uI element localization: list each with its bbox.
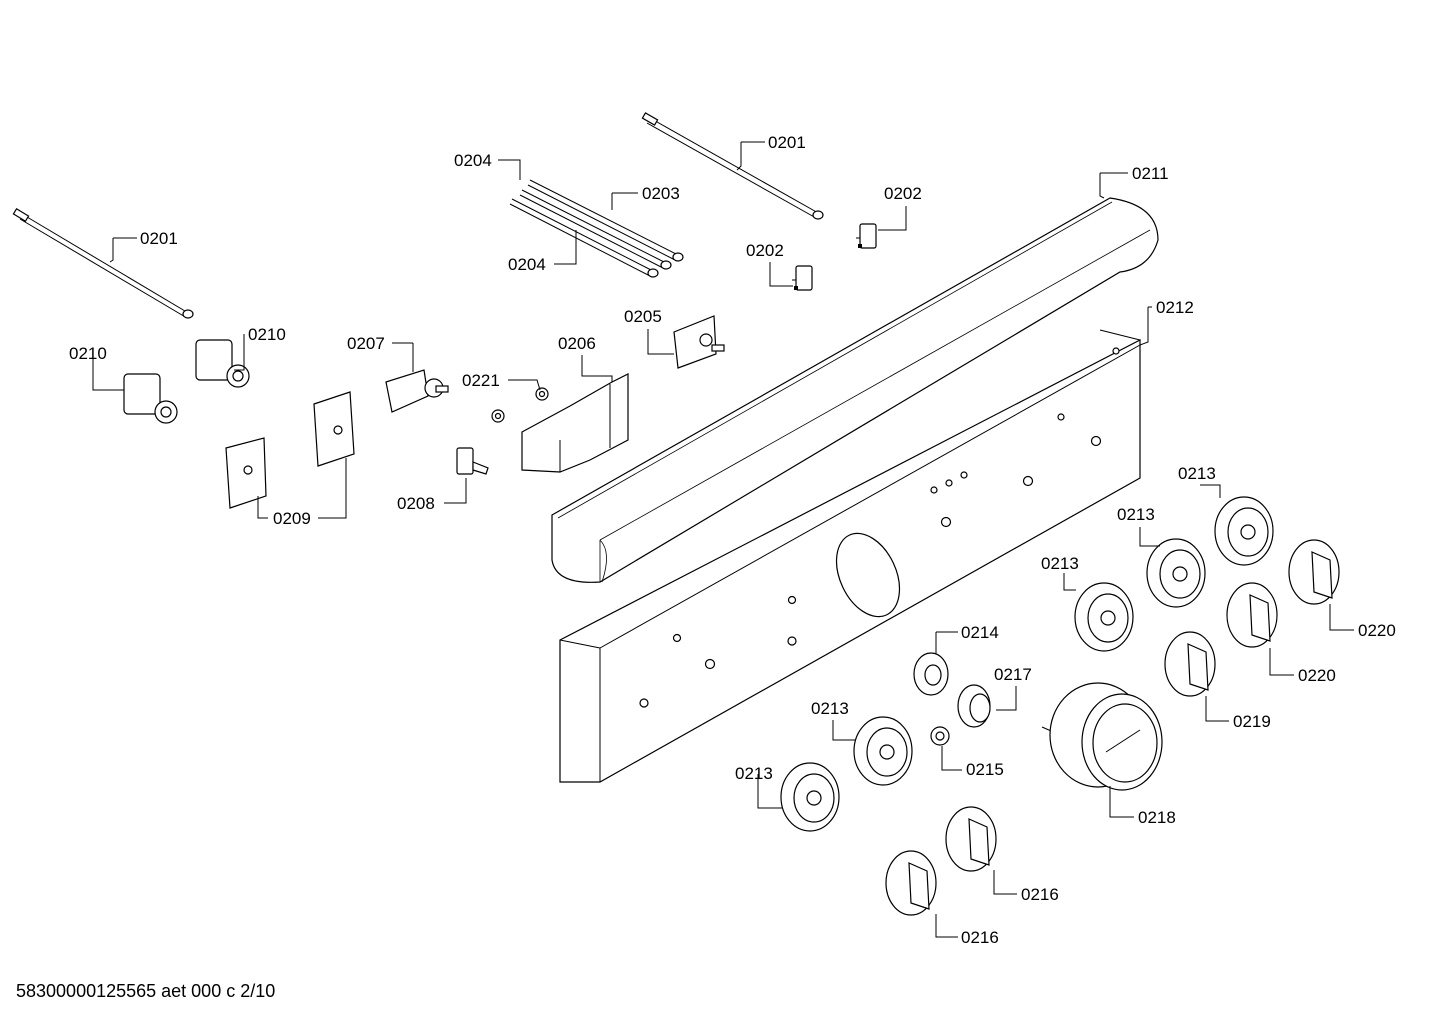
label-0210-left: 0210 <box>69 344 107 363</box>
label-0204-top: 0204 <box>454 151 492 170</box>
label-0212: 0212 <box>1156 298 1194 317</box>
part-0210-solenoid-valve-b <box>123 373 178 424</box>
part-labels: 0201 0201 0204 0203 0204 0202 0202 0211 … <box>69 133 1396 947</box>
label-0210-right: 0210 <box>248 325 286 344</box>
part-0215-spacer <box>930 726 950 746</box>
label-0206: 0206 <box>558 334 596 353</box>
part-0216-knob-a <box>945 806 997 872</box>
label-0217: 0217 <box>994 665 1032 684</box>
label-0209: 0209 <box>273 509 311 528</box>
part-0202-microswitch-b <box>792 265 813 291</box>
label-0213-2: 0213 <box>1117 505 1155 524</box>
part-0213-bezel-1 <box>1214 496 1274 566</box>
part-0207-thermostat <box>385 369 449 413</box>
document-id: 58300000125565 aet 000 c 2/10 <box>16 981 276 1001</box>
part-0201-thermostat-rod-left <box>12 207 194 319</box>
label-0211: 0211 <box>1132 164 1169 183</box>
part-0219-knob <box>1164 631 1216 697</box>
label-0203: 0203 <box>642 184 680 203</box>
part-0213-bezel-2 <box>1146 538 1206 608</box>
label-0202-left: 0202 <box>746 241 784 260</box>
part-0218-thermometer-gauge <box>1041 682 1163 791</box>
label-0214: 0214 <box>961 623 999 642</box>
label-0202-right: 0202 <box>884 184 922 203</box>
part-0220-knob-b <box>1226 582 1278 648</box>
part-0202-microswitch-a <box>856 223 877 249</box>
label-0220-left: 0220 <box>1298 666 1336 685</box>
part-0211-control-panel-trim <box>551 197 1159 583</box>
part-0209-timer-a <box>225 437 267 509</box>
label-0216-upper: 0216 <box>1021 885 1059 904</box>
part-0209-timer-b <box>313 391 355 467</box>
label-0213-1: 0213 <box>1178 464 1216 483</box>
label-0213-5: 0213 <box>735 764 773 783</box>
part-0210-solenoid-valve-a <box>195 339 250 388</box>
label-0216-lower: 0216 <box>961 928 999 947</box>
part-0214-ring <box>913 652 949 696</box>
label-0213-3: 0213 <box>1041 554 1079 573</box>
part-0221-nut-b <box>491 409 505 423</box>
label-0215: 0215 <box>966 760 1004 779</box>
part-0208-rocker-switch <box>456 447 489 475</box>
part-0221-nut-a <box>535 387 549 401</box>
part-0212-fascia-panel <box>559 329 1141 783</box>
label-0221: 0221 <box>462 371 500 390</box>
part-0201-thermostat-rod-top <box>641 112 824 220</box>
part-0213-bezel-5 <box>780 762 840 832</box>
label-0213-4: 0213 <box>811 699 849 718</box>
part-0213-bezel-4 <box>853 716 913 786</box>
label-0201-left: 0201 <box>140 229 178 248</box>
label-0204-bottom: 0204 <box>508 255 546 274</box>
part-0206-bracket <box>521 373 629 473</box>
label-0219: 0219 <box>1233 712 1271 731</box>
part-0216-knob-b <box>885 850 937 916</box>
part-0203-0204-rods <box>509 179 684 278</box>
label-0220-right: 0220 <box>1358 621 1396 640</box>
part-0213-bezel-3 <box>1074 582 1134 652</box>
part-0205-selector-switch <box>673 315 725 369</box>
part-0220-knob-a <box>1288 539 1340 605</box>
part-0217-small-knob <box>957 684 991 728</box>
leader-lines <box>92 141 1354 938</box>
label-0201-top: 0201 <box>768 133 806 152</box>
label-0218: 0218 <box>1138 808 1176 827</box>
label-0205: 0205 <box>624 307 662 326</box>
label-0207: 0207 <box>347 334 385 353</box>
label-0208: 0208 <box>397 494 435 513</box>
